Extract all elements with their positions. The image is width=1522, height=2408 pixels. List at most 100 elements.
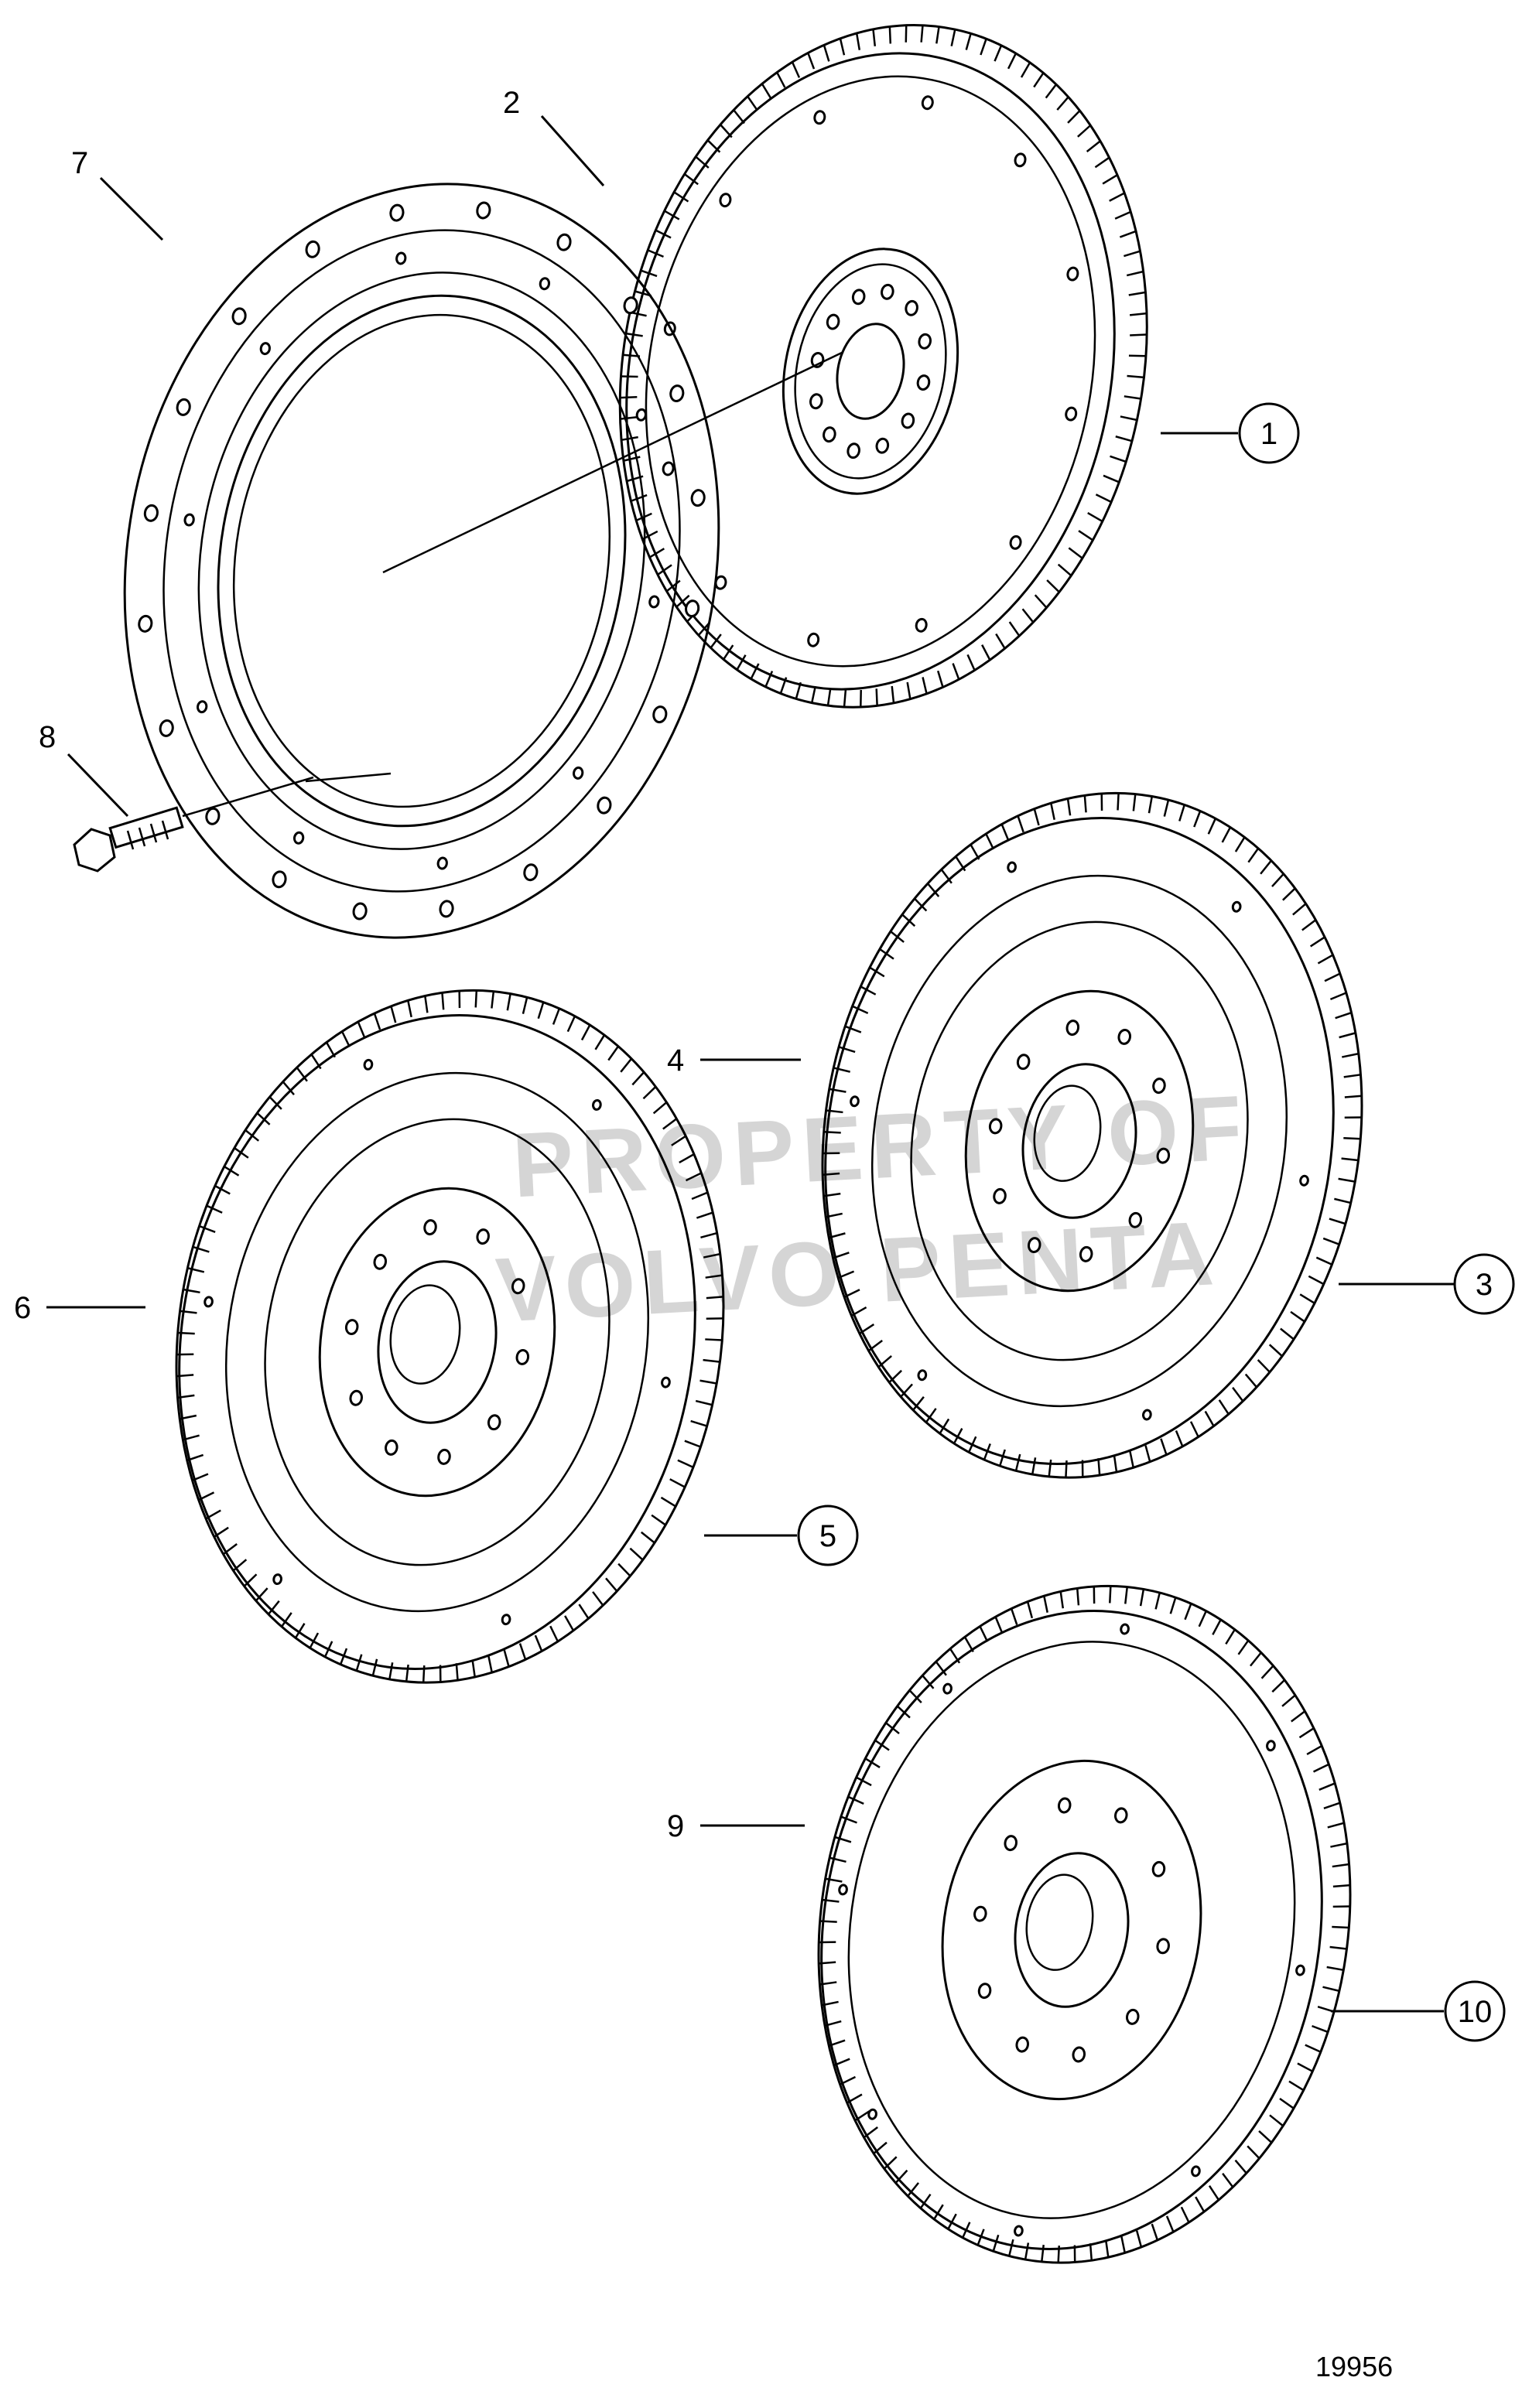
gear-tooth — [1178, 804, 1185, 821]
gear-tooth — [1021, 608, 1035, 623]
callout-2[interactable]: 2 — [503, 86, 605, 186]
bolt-hole — [539, 277, 551, 291]
gear-tooth — [1232, 1387, 1244, 1402]
callout-9[interactable]: 9 — [667, 1809, 805, 1843]
bolt-hole — [373, 1253, 388, 1270]
gear-tooth — [1332, 1884, 1350, 1888]
bolt-hole — [159, 719, 174, 737]
gear-tooth — [620, 395, 638, 399]
gear-tooth — [1048, 1459, 1052, 1477]
gear-tooth — [1010, 1608, 1018, 1625]
gear-tooth — [1103, 474, 1120, 483]
gear-tooth — [1329, 1945, 1347, 1950]
callout-8[interactable]: 8 — [39, 720, 129, 818]
bolt-hole — [915, 617, 928, 633]
callout-5[interactable]: 5 — [704, 1505, 859, 1566]
callout-7[interactable]: 7 — [71, 146, 164, 241]
bolt-hole — [719, 193, 732, 208]
bolt-hole — [1004, 1835, 1018, 1852]
gear-tooth — [664, 210, 680, 220]
gear-tooth — [549, 1625, 559, 1642]
bolt-hole — [1014, 2225, 1024, 2237]
gear-tooth — [839, 38, 846, 56]
gear-tooth — [458, 991, 461, 1009]
gear-tooth — [1317, 954, 1334, 965]
gear-tooth — [1343, 1074, 1361, 1078]
gear-tooth — [640, 1531, 655, 1544]
bolt-hole — [648, 595, 660, 609]
gear-tooth — [1026, 1601, 1034, 1619]
gear-tooth — [441, 992, 445, 1010]
gear-tooth — [1247, 2145, 1260, 2160]
bolt-hole — [138, 614, 153, 633]
gear-tooth — [1120, 2236, 1126, 2253]
bolt-hole — [231, 307, 247, 326]
callout-10[interactable]: 10 — [1331, 1980, 1506, 2042]
gear-tooth — [1008, 621, 1021, 637]
gear-tooth — [1124, 250, 1141, 258]
callout-4[interactable]: 4 — [667, 1043, 801, 1078]
bolt-hole — [881, 283, 894, 300]
gear-tooth — [1120, 415, 1137, 422]
gear-tooth — [966, 654, 976, 671]
gear-tooth — [214, 1184, 231, 1195]
gear-tooth — [979, 1625, 989, 1642]
gear-tooth — [594, 1034, 606, 1050]
gear-tooth — [981, 644, 991, 661]
flywheel-part-5 — [175, 989, 725, 1684]
gear-tooth — [699, 1379, 717, 1385]
gear-tooth — [1115, 435, 1133, 442]
bolt-part-8 — [73, 776, 314, 873]
gear-tooth — [1332, 1863, 1349, 1868]
bolt-hole — [437, 1448, 451, 1465]
bolt-hole — [385, 1439, 398, 1456]
gear-tooth — [811, 685, 817, 703]
callout-6[interactable]: 6 — [14, 1291, 145, 1325]
gear-tooth — [706, 1296, 723, 1300]
gear-tooth — [1244, 1373, 1257, 1388]
gear-tooth — [1329, 992, 1347, 1001]
gear-tooth — [1113, 1455, 1118, 1473]
gear-tooth — [506, 993, 511, 1011]
gear-tooth — [1271, 1679, 1286, 1693]
gear-tooth — [683, 172, 699, 186]
callout-3[interactable]: 3 — [1339, 1253, 1515, 1315]
bolt-hole — [597, 796, 612, 815]
gear-tooth — [1309, 936, 1325, 948]
bolt-hole — [205, 807, 221, 825]
gear-tooth — [838, 1046, 856, 1054]
bolt-hole — [838, 1884, 848, 1896]
bolt-hole — [352, 902, 368, 921]
gear-tooth — [671, 1135, 686, 1146]
gear-tooth — [905, 25, 908, 43]
gear-tooth — [1097, 1458, 1101, 1476]
flywheel-part-1 — [618, 24, 1148, 709]
bolt-hole — [176, 398, 191, 416]
gear-tooth — [655, 229, 672, 239]
gear-tooth — [388, 1662, 394, 1680]
bolt-hole — [389, 203, 405, 222]
bolt-hole — [183, 513, 195, 527]
gear-tooth — [884, 2156, 898, 2170]
bolt-hole — [395, 251, 407, 265]
bolt-hole — [851, 289, 866, 306]
gear-tooth — [933, 2204, 944, 2220]
gear-tooth — [1093, 1587, 1096, 1604]
watermark: PROPERTY OF VOLVO PENTA — [494, 1077, 1253, 1342]
bolt-hole — [1156, 1147, 1171, 1164]
gear-tooth — [1237, 1640, 1250, 1655]
bolt-hole — [813, 110, 826, 125]
flywheel-part-3 — [821, 791, 1363, 1479]
gear-tooth — [503, 1650, 510, 1667]
gear-tooth — [1324, 972, 1341, 982]
gear-tooth — [1014, 1453, 1021, 1471]
gear-tooth — [296, 1067, 308, 1082]
gear-tooth — [1268, 1344, 1283, 1358]
callout-1[interactable]: 1 — [1161, 402, 1300, 464]
gear-tooth — [1335, 1011, 1352, 1020]
bolt-hole — [204, 1296, 214, 1308]
bolt-hole — [973, 1905, 987, 1922]
gear-tooth — [1341, 1157, 1359, 1162]
gear-tooth — [1279, 2097, 1295, 2109]
gear-tooth — [1225, 1628, 1236, 1645]
